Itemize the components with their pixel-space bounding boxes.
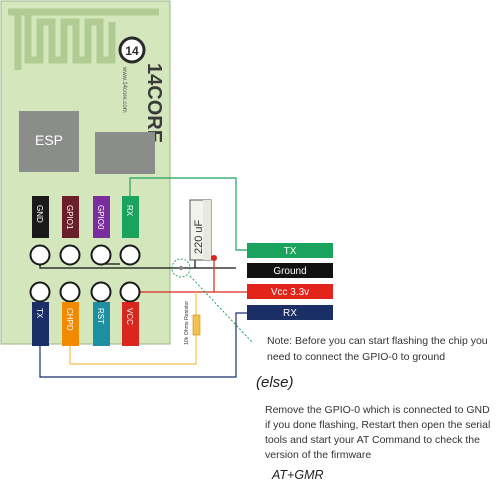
brand-logo-icon: 14 bbox=[118, 36, 146, 64]
esp-chip-label: ESP bbox=[35, 132, 63, 148]
brand-logo-text: 14CORE bbox=[143, 63, 165, 143]
gnd-junction-dot bbox=[178, 265, 184, 271]
top-pin-gnd: GND bbox=[29, 196, 51, 266]
pin-hole bbox=[59, 244, 81, 266]
capacitor: 220 uF bbox=[189, 199, 217, 261]
top-pin-gpio0: GPIO0 bbox=[90, 196, 112, 266]
top-pin-label: GND bbox=[35, 205, 44, 223]
pin-hole bbox=[119, 281, 141, 303]
top-pin-label: RX bbox=[125, 205, 134, 217]
top-pin-rx: RX bbox=[119, 196, 141, 266]
pin-hole bbox=[90, 244, 112, 266]
bottom-pin-label: RST bbox=[96, 308, 105, 324]
wire-chpd bbox=[69, 334, 197, 365]
top-pin-label: GPIO0 bbox=[96, 205, 105, 230]
pin-hole bbox=[119, 244, 141, 266]
resistor-label: 10k Ohms Resistor bbox=[184, 301, 190, 345]
signal-label: TX bbox=[284, 246, 297, 257]
note-pointer bbox=[189, 275, 253, 343]
bottom-pin-rst: RST bbox=[90, 281, 112, 346]
top-pin-label: GPIO1 bbox=[65, 205, 74, 230]
post-flash-note: Remove the GPIO-0 which is connected to … bbox=[265, 404, 491, 461]
wire-rx-to-tx bbox=[129, 177, 252, 251]
signal-box-0: TX bbox=[247, 243, 333, 258]
wire-vcc-cap bbox=[213, 260, 248, 293]
at-command: AT+GMR bbox=[272, 468, 324, 482]
pin-hole bbox=[59, 281, 81, 303]
capacitor-lead bbox=[211, 255, 217, 261]
bottom-pin-label: TX bbox=[35, 308, 44, 319]
bottom-pin-vcc: VCC bbox=[119, 281, 141, 346]
capacitor-label: 220 uF bbox=[193, 219, 205, 254]
signal-label: Ground bbox=[273, 266, 306, 277]
top-pin-gpio1: GPIO1 bbox=[59, 196, 81, 266]
signal-box-1: Ground bbox=[247, 263, 333, 278]
signal-box-3: RX bbox=[247, 305, 333, 320]
signal-label: RX bbox=[283, 308, 297, 319]
antenna-trace bbox=[8, 8, 159, 70]
bottom-pin-label: CHPD bbox=[65, 308, 74, 331]
pin-hole bbox=[90, 281, 112, 303]
resistor: 10k Ohms Resistor bbox=[184, 301, 201, 345]
pin-hole bbox=[29, 281, 51, 303]
signal-label: Vcc 3.3v bbox=[271, 287, 309, 298]
esp-chip bbox=[19, 111, 79, 172]
signal-box-2: Vcc 3.3v bbox=[247, 284, 333, 299]
bottom-pin-chpd: CHPD bbox=[59, 281, 81, 346]
brand-tagline: www.14core.com bbox=[121, 66, 127, 113]
bottom-pin-tx: TX bbox=[29, 281, 51, 346]
svg-text:14: 14 bbox=[125, 44, 139, 58]
pin-hole bbox=[29, 244, 51, 266]
else-label: (else) bbox=[256, 374, 294, 391]
flash-note: Note: Before you can start flashing the … bbox=[267, 335, 488, 363]
bottom-pin-label: VCC bbox=[125, 308, 134, 325]
gnd-junction-marker bbox=[171, 258, 191, 278]
wire-tx-to-rx bbox=[39, 312, 252, 378]
pin-headers: GND GPIO1 GPIO0 RX TX CHPD RST VCC bbox=[29, 196, 141, 346]
flash-chip bbox=[95, 132, 155, 174]
